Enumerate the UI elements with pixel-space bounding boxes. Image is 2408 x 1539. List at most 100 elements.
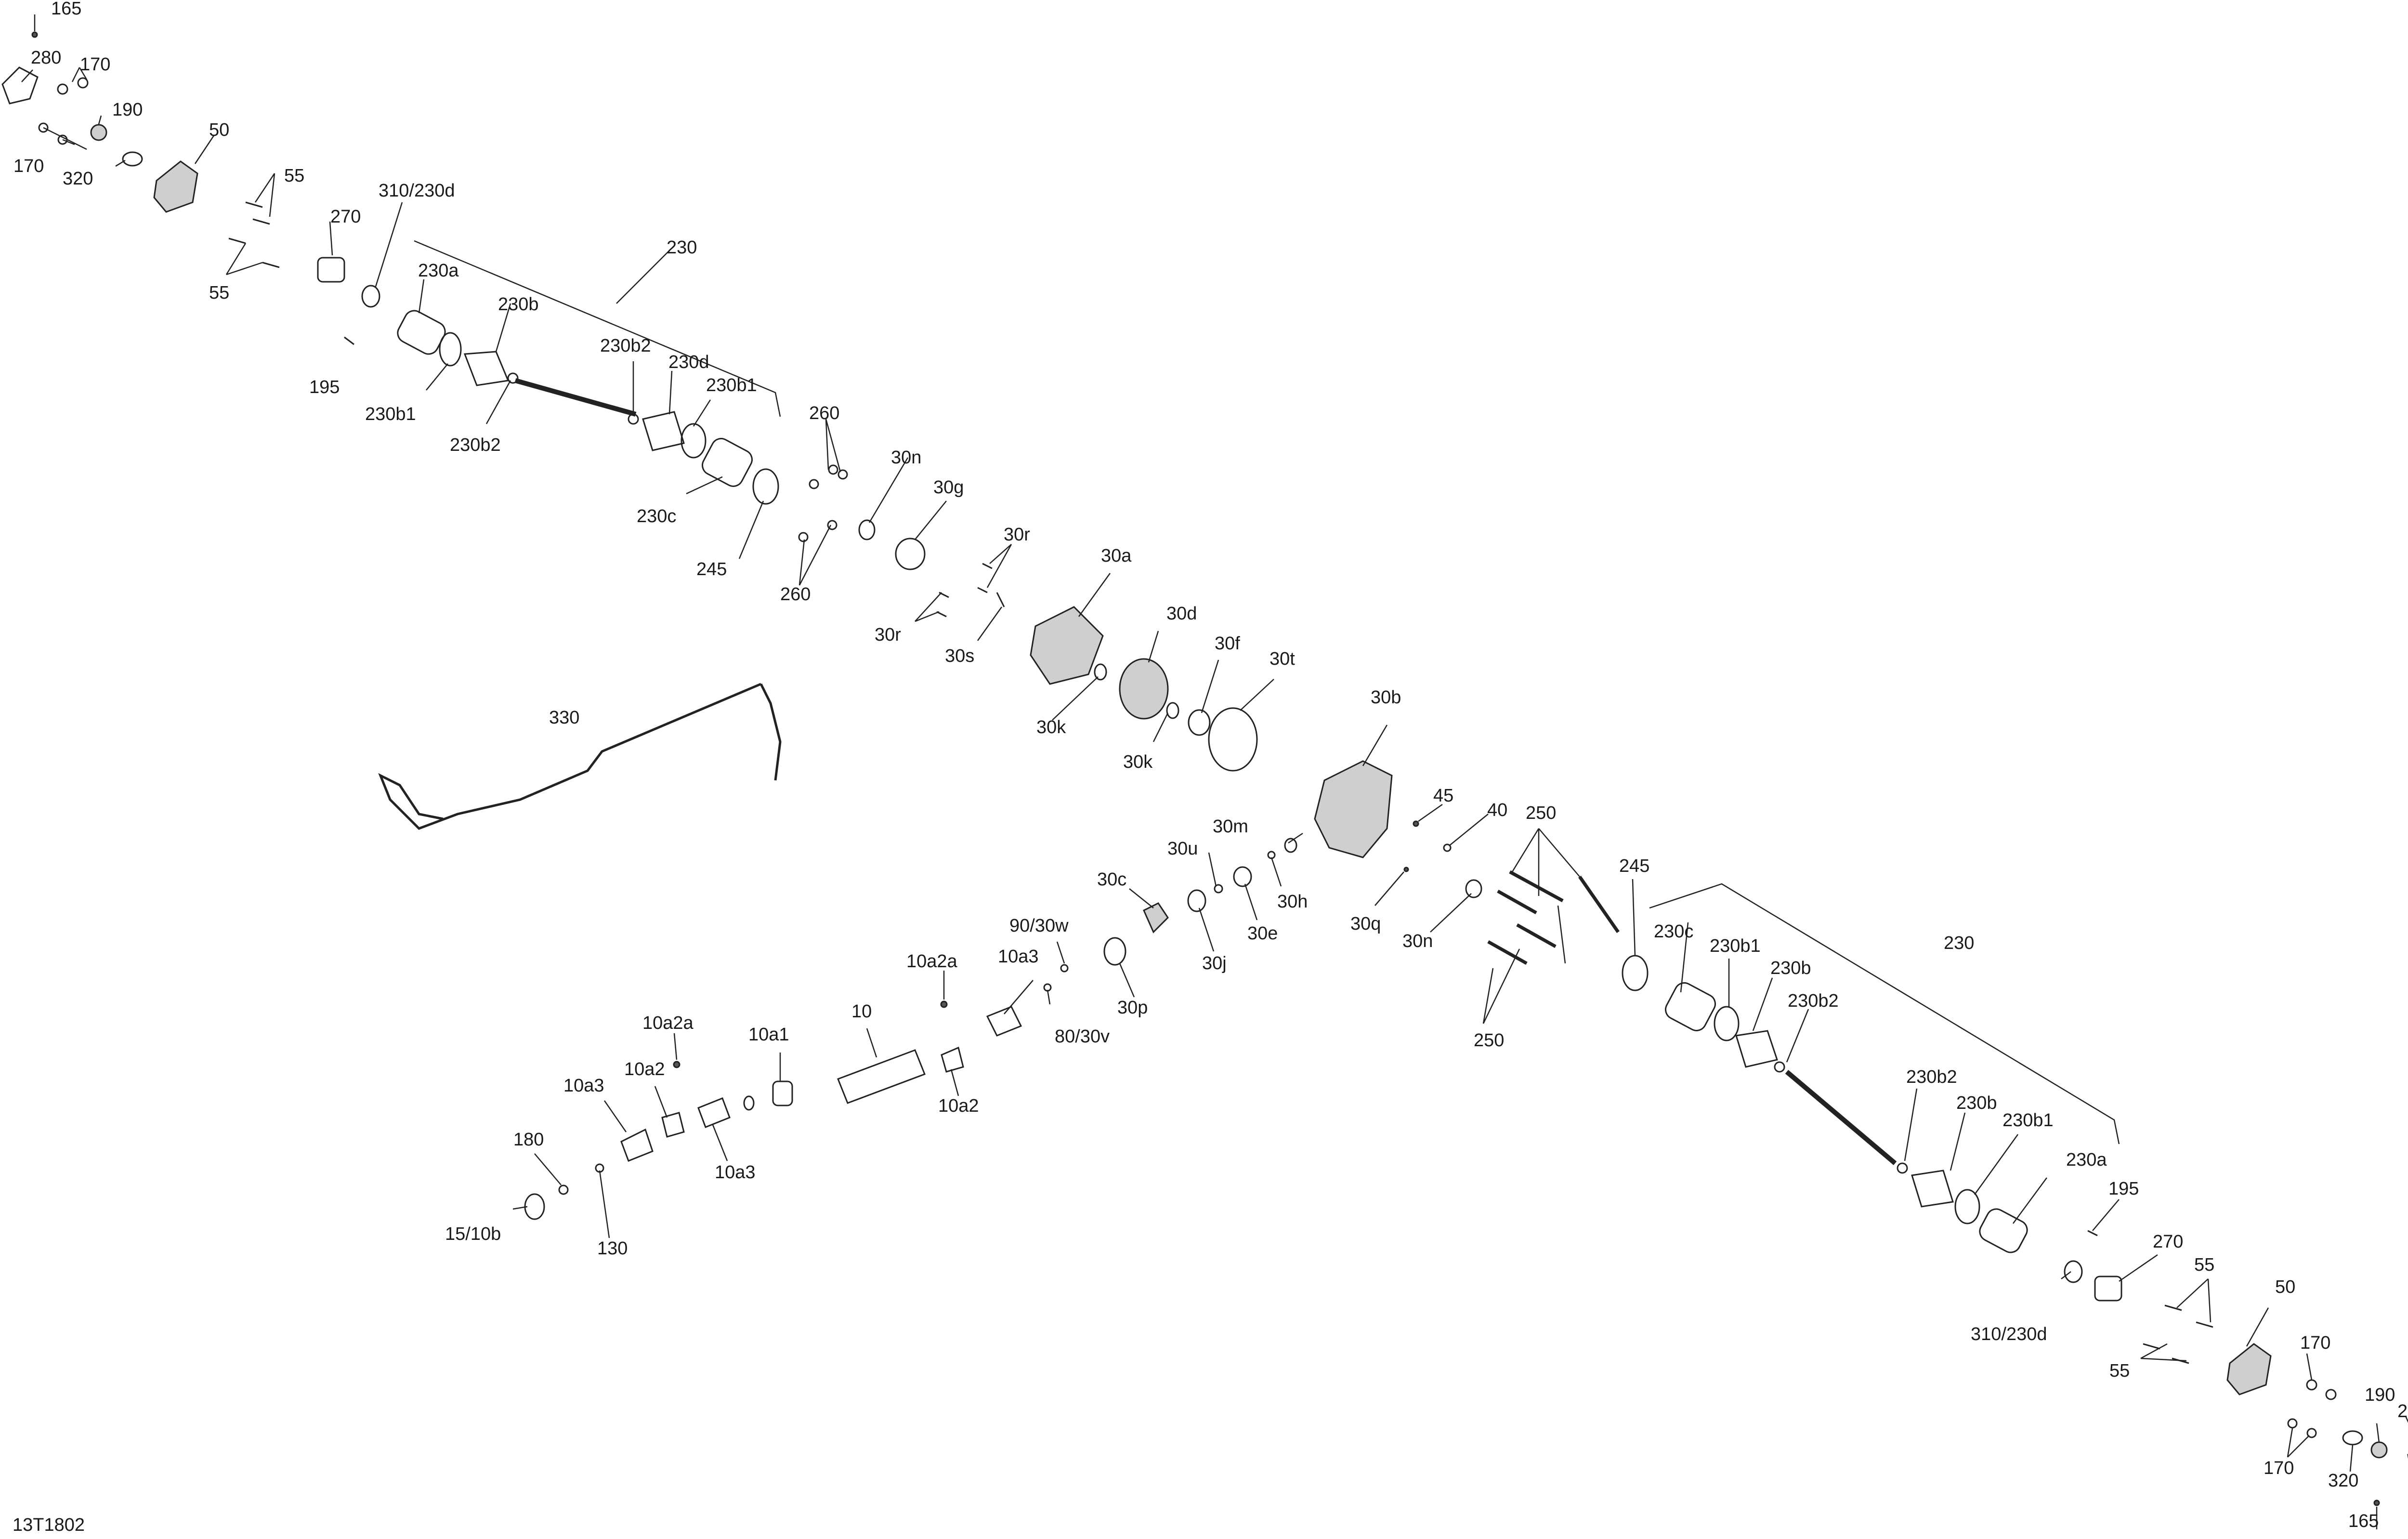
part-30h	[1267, 851, 1276, 859]
callout-230b-upper: 230b	[498, 294, 539, 315]
part-230b-lower-a	[1735, 1030, 1778, 1068]
callout-190-upper: 190	[112, 100, 143, 120]
differential-cover-parts	[798, 464, 1258, 772]
callout-10a3-b: 10a3	[563, 1076, 604, 1096]
callout-250-b: 250	[1474, 1030, 1504, 1051]
part-170-upper-a	[57, 83, 68, 95]
part-195-upper	[344, 336, 354, 345]
callout-230b-lower-a: 230b	[1770, 958, 1811, 978]
callout-230a-lower: 230a	[2066, 1150, 2107, 1170]
callout-170-lower-b: 170	[2264, 1458, 2294, 1478]
callout-165-lower: 165	[2348, 1511, 2379, 1531]
drawing-id-label: 13T1802	[13, 1515, 85, 1535]
part-270-upper	[317, 257, 345, 283]
callout-250-a: 250	[1526, 803, 1556, 823]
part-30s	[996, 592, 1005, 607]
callout-180: 180	[513, 1130, 544, 1150]
part-30g	[895, 538, 926, 570]
part-55-upper-studs	[228, 201, 280, 268]
callout-55-upper-a: 55	[284, 166, 304, 186]
part-30a-cover	[1030, 606, 1104, 685]
part-10a3-b	[697, 1097, 731, 1128]
callout-10: 10	[851, 1001, 872, 1022]
callout-320-lower: 320	[2328, 1471, 2358, 1491]
callout-230b2-lower-b: 230b2	[1906, 1067, 1957, 1087]
part-230d-upper	[642, 411, 685, 451]
callout-10a2-b: 10a2	[624, 1059, 665, 1079]
part-10a3-a	[986, 1006, 1022, 1037]
upper-drive-shaft-230	[397, 240, 781, 505]
callout-190-lower: 190	[2365, 1385, 2395, 1405]
part-10a2a-a	[940, 1000, 948, 1008]
callout-230-upper: 230	[667, 237, 697, 258]
part-230c-lower	[1665, 982, 1716, 1031]
callout-310-230d-upper: 310/230d	[379, 181, 455, 201]
part-30b-housing	[1314, 760, 1393, 858]
differential-housing	[1043, 760, 1620, 992]
part-230b2-upper-a	[507, 372, 519, 384]
part-250-bolts	[1487, 870, 1620, 965]
callout-195-lower: 195	[2108, 1179, 2139, 1199]
callout-280-upper: 280	[31, 48, 61, 68]
part-230b-upper-a	[463, 351, 510, 386]
callout-230-lower: 230	[1944, 933, 1974, 953]
part-10a1-ring	[743, 1095, 755, 1111]
propeller-shaft-10	[524, 1000, 1022, 1220]
part-230b2-lower-b	[1897, 1162, 1908, 1174]
part-230b2-lower-a	[1774, 1061, 1785, 1073]
callout-260-b: 260	[780, 584, 811, 605]
callout-10a3-a: 10a3	[998, 947, 1039, 967]
part-50-lower-hub	[2226, 1343, 2272, 1395]
callout-30g: 30g	[933, 477, 964, 498]
group-bracket-230-upper	[414, 240, 781, 417]
part-lower-shaft	[1785, 1070, 1897, 1165]
callout-10a2a-b: 10a2a	[642, 1013, 694, 1033]
part-190-lower	[2370, 1441, 2388, 1459]
callout-10a3-c: 10a3	[715, 1162, 756, 1183]
lower-right-hub-parts	[2064, 1230, 2408, 1506]
callout-230b1-upper-b: 230b1	[706, 375, 757, 395]
callout-280-lower: 280	[2397, 1401, 2408, 1421]
callout-260-a: 260	[809, 403, 839, 423]
callout-30s: 30s	[945, 646, 974, 666]
part-245-upper	[752, 468, 779, 505]
callout-30d: 30d	[1166, 604, 1197, 624]
part-30r-bolts	[936, 563, 993, 618]
part-50-upper-hub	[153, 160, 198, 213]
part-30t-oring	[1208, 707, 1258, 772]
callout-30k-b: 30k	[1123, 752, 1153, 772]
callout-310-230d-lower: 310/230d	[1971, 1324, 2047, 1344]
callout-165-upper: 165	[51, 0, 81, 19]
callout-labels: 165 280 170 190 170 320 50 55 55 270 310…	[13, 0, 2408, 1531]
callout-230b2-lower-a: 230b2	[1788, 991, 1839, 1011]
part-170-upper-b	[77, 77, 89, 89]
callout-270-upper: 270	[330, 207, 361, 227]
callout-245-lower: 245	[1619, 856, 1649, 876]
callout-55-lower-a: 55	[2194, 1255, 2214, 1275]
part-30k-b	[1166, 702, 1179, 719]
part-30c	[1143, 902, 1169, 934]
part-245-lower	[1622, 955, 1649, 991]
callout-170-upper-a: 170	[80, 54, 110, 75]
callout-10a2-a: 10a2	[938, 1096, 979, 1116]
part-260-d	[798, 532, 809, 542]
callout-30t: 30t	[1269, 649, 1295, 669]
callout-30r-a: 30r	[1004, 525, 1030, 545]
leader-lines	[21, 14, 2408, 1529]
callout-50-lower: 50	[2275, 1277, 2295, 1297]
callout-245-upper: 245	[696, 559, 727, 579]
part-40	[1443, 843, 1452, 852]
part-10a1	[772, 1080, 793, 1106]
part-30n-upper	[858, 519, 876, 540]
callout-10a2a-a: 10a2a	[906, 951, 958, 972]
callout-230b1-upper-a: 230b1	[365, 404, 416, 424]
callout-170-upper-b: 170	[13, 156, 44, 176]
callout-30m: 30m	[1213, 816, 1248, 837]
callout-10a1: 10a1	[748, 1025, 789, 1045]
part-30n-lower	[1465, 879, 1482, 898]
part-30f	[1188, 709, 1211, 736]
part-310-upper-ring	[361, 285, 380, 308]
callout-55-lower-b: 55	[2109, 1361, 2130, 1381]
callout-45: 45	[1433, 786, 1453, 806]
part-10-shaft	[837, 1049, 926, 1104]
